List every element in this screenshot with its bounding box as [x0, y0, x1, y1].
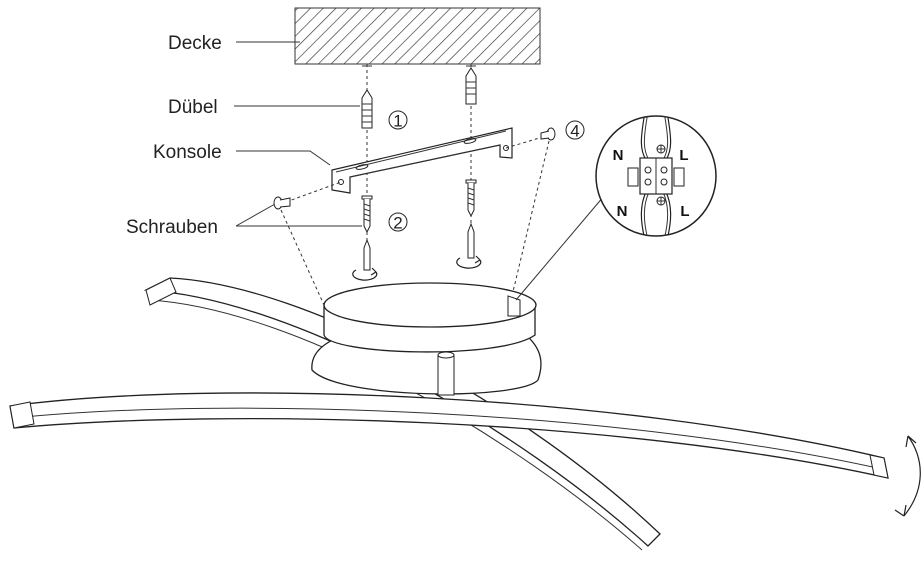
- side-screw-left: [273, 196, 291, 210]
- ceiling-label: Decke: [168, 33, 222, 54]
- svg-text:1: 1: [393, 112, 402, 131]
- light-arm-front: [9, 392, 889, 479]
- terminal-l-bottom: L: [680, 203, 689, 220]
- wood-screw-right: [465, 179, 477, 218]
- svg-text:4: 4: [570, 122, 579, 141]
- ceiling: [294, 7, 541, 65]
- bracket: [331, 127, 513, 194]
- bracket-label: Konsole: [153, 142, 222, 163]
- terminal-n-top: N: [613, 147, 624, 164]
- screwdriver-left: [352, 238, 378, 281]
- bracket-leader: [236, 150, 331, 166]
- screwdriver-right: [456, 222, 482, 269]
- screw-leader-left: [235, 203, 276, 227]
- detail-callout-line: [515, 195, 605, 301]
- rotate-arrow-icon: [894, 435, 921, 517]
- dowel-label: Dübel: [168, 97, 218, 118]
- dowel-right: [465, 67, 477, 105]
- svg-text:2: 2: [393, 214, 402, 233]
- terminal-block-detail: N L N L: [595, 115, 717, 237]
- side-screw-right: [540, 127, 556, 141]
- wood-screw-left: [361, 195, 373, 234]
- guide-right: [511, 140, 550, 297]
- guide-left: [280, 209, 325, 306]
- screw-axis-left: [285, 181, 342, 203]
- terminal-l-top: L: [679, 147, 688, 164]
- canopy: [311, 282, 542, 396]
- step-1: 1: [388, 110, 408, 131]
- screws-label: Schrauben: [126, 217, 218, 238]
- terminal-n-bottom: N: [617, 203, 628, 220]
- step-2: 2: [388, 212, 408, 233]
- step-4: 4: [565, 120, 585, 141]
- screw-axis-right: [505, 135, 547, 149]
- dowel-left: [361, 89, 373, 129]
